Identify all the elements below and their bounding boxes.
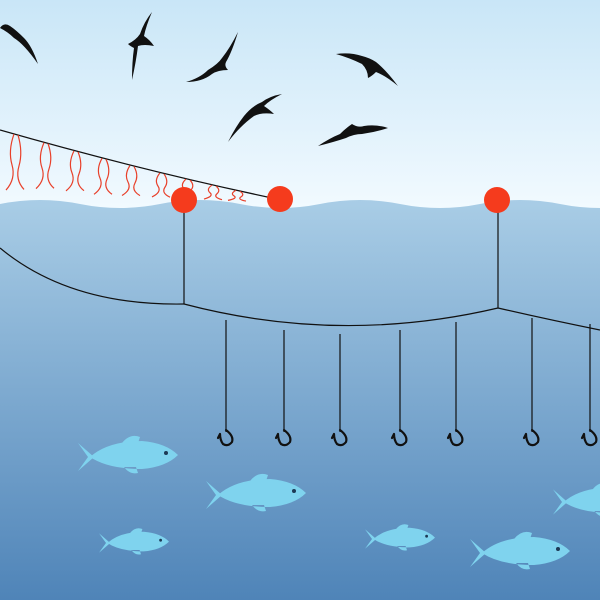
fishing-hook-icon — [274, 428, 292, 447]
branch-line-with-hook — [330, 334, 348, 447]
fish-body — [78, 435, 178, 474]
seabird-icon — [186, 32, 238, 82]
fish-body — [470, 531, 570, 570]
fish-icon — [365, 524, 435, 551]
mainline-left — [0, 247, 185, 305]
streamer — [93, 158, 113, 195]
fish-body — [365, 524, 435, 551]
streamer — [121, 165, 141, 197]
branch-line-with-hook — [446, 322, 464, 447]
fish-eye — [292, 489, 296, 493]
fish-body — [99, 528, 169, 555]
seabird-icon — [318, 124, 388, 146]
fish-school — [78, 435, 600, 570]
streamer-rope — [0, 129, 273, 199]
fishing-hook-icon — [216, 428, 234, 447]
buoy-group — [171, 186, 510, 213]
tori-streamer-line — [0, 129, 273, 202]
fish-eye — [556, 547, 560, 551]
seabird-flock — [0, 12, 398, 146]
longline — [0, 200, 600, 447]
branch-line-with-hook — [522, 318, 540, 447]
fishing-hook-icon — [330, 428, 348, 447]
branch-line-with-hook — [216, 320, 234, 447]
fish-body — [206, 473, 306, 512]
sea-background — [0, 200, 600, 600]
fish-icon — [99, 528, 169, 555]
fish-body — [552, 483, 600, 516]
streamer — [5, 133, 25, 191]
streamer — [203, 184, 223, 201]
fish-icon — [78, 435, 178, 474]
fish-icon — [470, 531, 570, 570]
mainline — [183, 303, 600, 331]
streamer — [227, 189, 247, 202]
branch-line-with-hook — [274, 330, 292, 447]
streamer — [65, 150, 85, 192]
seabird-icon — [0, 24, 38, 64]
fish-icon — [206, 473, 306, 512]
seabird-icon — [336, 53, 398, 86]
float-buoy-icon — [267, 186, 293, 212]
fish-icon — [552, 483, 600, 516]
fish-eye — [159, 538, 162, 542]
fishing-hook-icon — [390, 428, 408, 447]
branch-line-with-hook — [390, 330, 408, 447]
float-buoy-icon — [484, 187, 510, 213]
fish-eye — [164, 451, 168, 455]
float-buoy-icon — [171, 187, 197, 213]
streamer — [35, 142, 55, 190]
seabird-icon — [128, 12, 154, 80]
fishing-hook-icon — [446, 428, 464, 447]
sky-background — [0, 0, 600, 210]
fish-eye — [425, 534, 428, 538]
fishing-hook-icon — [580, 428, 598, 447]
streamer — [151, 172, 171, 198]
fishing-hook-icon — [522, 428, 540, 447]
branch-line-with-hook — [580, 324, 598, 447]
